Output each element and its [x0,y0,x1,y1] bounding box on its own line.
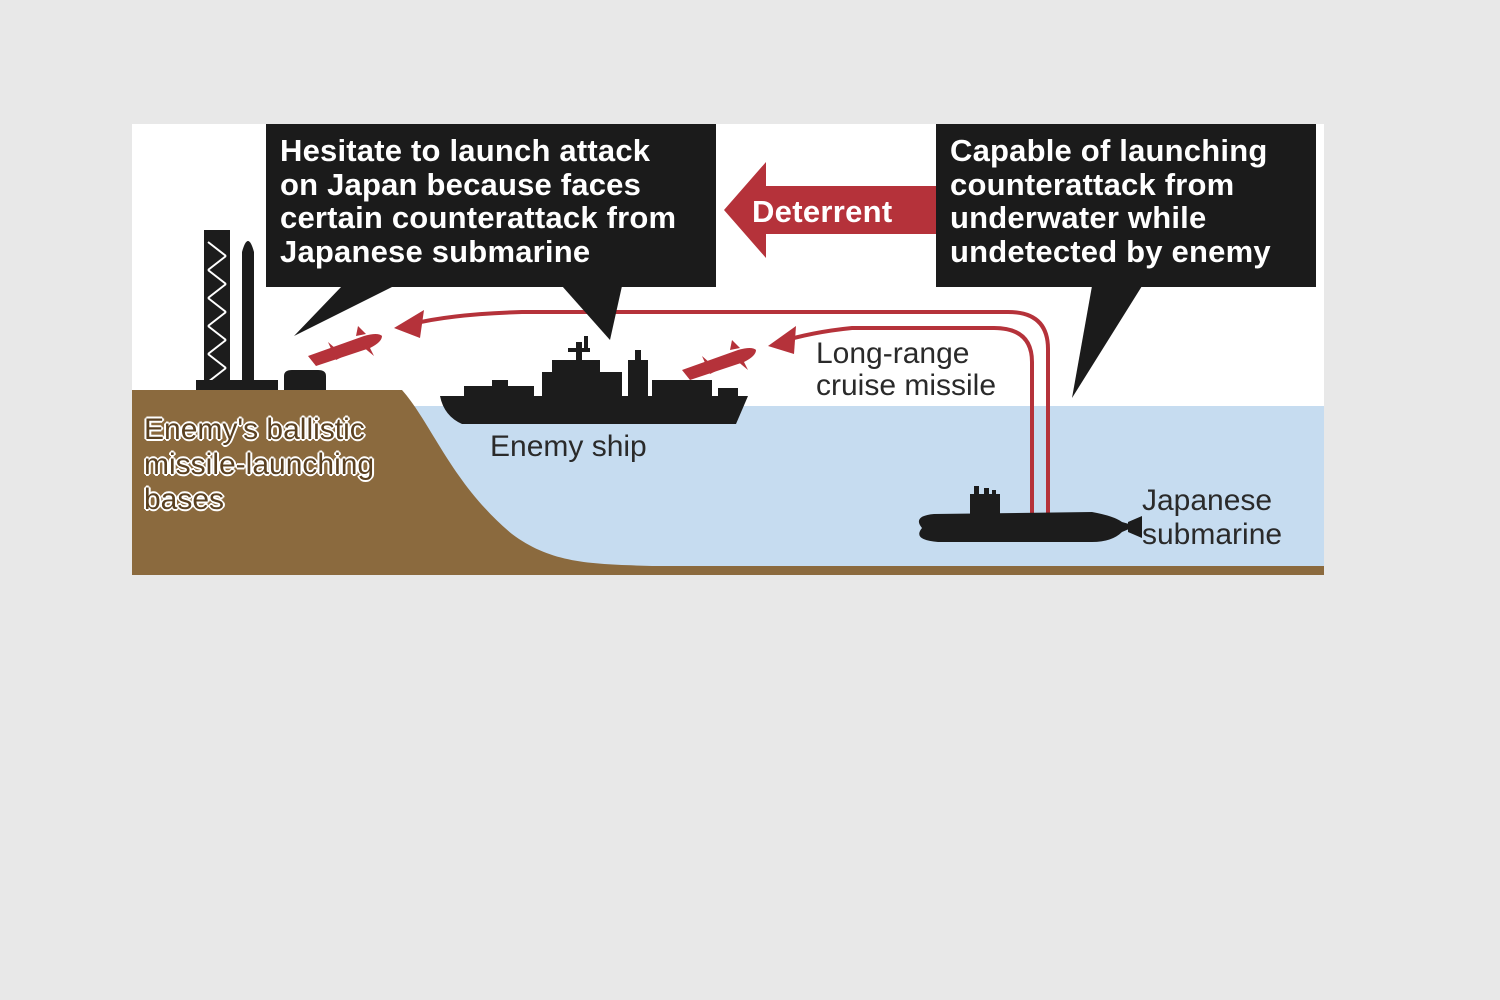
callout-line: counterattack from [950,166,1235,202]
trajectory-to-base [411,310,1050,522]
arrowhead-to-base [394,310,424,338]
cruise-missile-icon [682,340,756,380]
submarine-icon [918,486,1142,542]
label-line: bases [144,483,225,516]
label-enemy-ship: Enemy ship [490,430,647,463]
label-line: cruise missile [816,369,997,402]
label-line: submarine [1142,518,1283,551]
callout-line: Capable of launching [950,133,1268,168]
cruise-missile-icon [308,326,382,366]
label-japanese-submarine: Japanese submarine [1142,484,1282,552]
label-line: missile-launching [144,448,375,481]
label-enemy-bases: Enemy's ballistic missile-launching base… [144,412,374,517]
label-line: Long-range [816,337,970,370]
callout-line: underwater while [950,200,1207,235]
trajectory-to-ship [779,326,1034,522]
deterrence-diagram: Hesitate to launch attack on Japan becau… [132,124,1324,575]
bunker [284,370,326,390]
arrowhead-to-ship [768,326,796,354]
land-coast [132,390,1324,575]
deterrent-label: Deterrent [752,194,893,229]
deterrent-arrow [724,162,936,258]
callout-enemy-hesitation: Hesitate to launch attack on Japan becau… [266,124,716,287]
callout-line: Japanese submarine [280,233,591,269]
callout-line: certain counterattack from [280,200,677,235]
attack-arrows [411,310,1050,522]
label-cruise-missile: Long-range cruise missile [816,338,996,402]
label-line: Japanese [1142,484,1273,517]
callout-line: on Japan because faces [280,166,642,202]
label-line: Enemy's ballistic [144,413,365,446]
callout-pointer-enemy [294,286,394,336]
enemy-ship-icon [440,336,748,424]
diagram-scene [132,162,1324,575]
callout-submarine-capability: Capable of launching counterattack from … [936,124,1316,287]
callout-line: Hesitate to launch attack [280,133,651,168]
ballistic-missile [242,241,254,380]
launch-tower [196,230,278,390]
callout-line: undetected by enemy [950,233,1271,269]
callout-pointer-enemy-ship [562,286,622,340]
callout-pointer-submarine [1072,286,1142,398]
